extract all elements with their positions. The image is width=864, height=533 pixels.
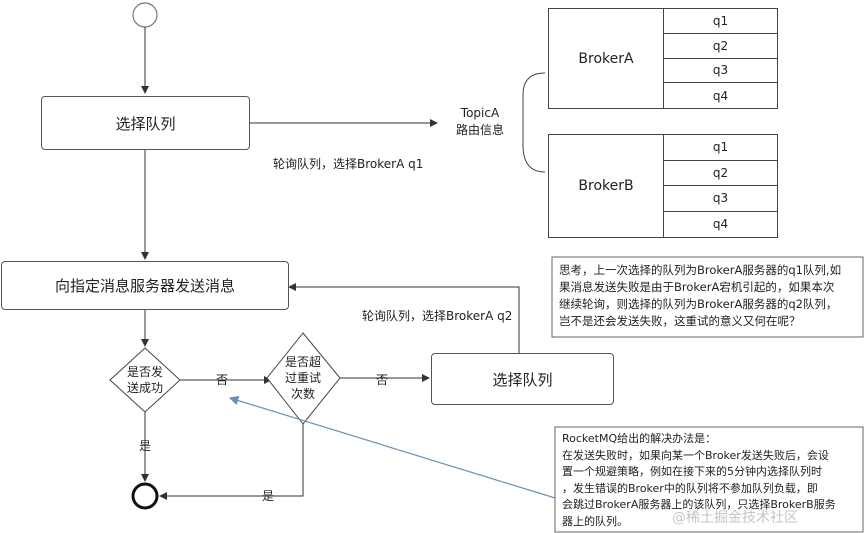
solution-note: RocketMQ给出的解决办法是： 在发送失败时，如果向某一个Broker发送失…: [556, 429, 863, 532]
topic-name: TopicA: [460, 106, 500, 120]
note-line: RocketMQ给出的解决办法是：: [562, 432, 717, 445]
note-line: 继续轮询，则选择的队列为BrokerA服务器的q2队列，: [559, 297, 838, 311]
edge-label-poll-q1: 轮询队列，选择BrokerA q1: [273, 157, 424, 171]
select-queue-node: 选择队列: [41, 96, 250, 150]
select-queue-retry-node: 选择队列: [431, 353, 614, 405]
queue-cell: q2: [664, 34, 777, 59]
send-message-node: 向指定消息服务器发送消息: [1, 261, 289, 310]
solution-note-border: [554, 426, 864, 533]
decision-send-success-line: 是否发: [126, 365, 163, 379]
note-line: 思考，上一次选择的队列为BrokerA服务器的q1队列,如: [559, 263, 842, 277]
note-line: 器上的队列。: [562, 514, 628, 528]
queue-cell: q3: [664, 59, 777, 84]
watermark: @稀土掘金技术社区: [672, 510, 798, 526]
question-note-border: [551, 256, 864, 338]
decision-retry-exceeded-line: 是否超: [284, 355, 321, 369]
decision-retry-exceeded-line: 次数: [290, 387, 315, 401]
question-note: 思考，上一次选择的队列为BrokerA服务器的q1队列,如 果消息发送失败是由于…: [553, 260, 863, 336]
note-line: 置一个规避策略，例如在接下来的5分钟内选择队列时: [562, 465, 822, 478]
note-line: 在发送失败时，如果向某一个Broker发送失败后，会设: [562, 448, 829, 462]
decision-retry-exceeded-line: 过重试: [284, 371, 321, 385]
edge-label-no: 否: [376, 373, 389, 387]
broker-b: BrokerB q1 q2 q3 q4: [548, 134, 778, 238]
note-line: 会跳过BrokerA服务器上的该队列，只选择BrokerB服务: [562, 498, 836, 511]
decision-send-success-label: 是否发 送成功: [113, 364, 177, 396]
topic-routing-label: TopicA 路由信息: [447, 105, 513, 139]
broker-a-name: BrokerA: [578, 50, 634, 67]
edge-label-yes: 是: [262, 489, 275, 503]
queue-cell: q1: [664, 135, 777, 161]
broker-b-name: BrokerB: [578, 178, 634, 194]
edge-label-yes: 是: [139, 439, 152, 453]
decision-send-success-line: 送成功: [126, 381, 163, 395]
note-line: ，发生错误的Broker中的队列将不参加队列负载，即: [562, 481, 818, 495]
queue-cell: q4: [712, 88, 729, 103]
edge-label-poll-q2: 轮询队列，选择BrokerA q2: [362, 309, 513, 323]
note-line: 果消息发送失败是由于BrokerA宕机引起的，如果本次: [559, 280, 835, 294]
topic-routing-text: 路由信息: [455, 123, 504, 137]
note-line: 岂不是还会发送失败，这重试的意义又何在呢？: [559, 314, 801, 328]
broker-b-queues: q1 q2 q3 q4: [663, 135, 777, 237]
broker-brace: [522, 72, 546, 173]
edge-retry-loop: [288, 283, 520, 353]
decision-retry-exceeded-label: 是否超 过重试 次数: [270, 354, 336, 402]
broker-a: BrokerA q1 q2 q3 q4: [548, 8, 778, 109]
broker-a-queues: q1 q2 q3 q4: [663, 9, 777, 108]
edge-label-no: 否: [216, 373, 229, 387]
select-queue-retry-label: 选择队列: [492, 370, 553, 389]
edge-yes-2: [159, 424, 304, 500]
send-message-label: 向指定消息服务器发送消息: [54, 277, 235, 295]
select-queue-label: 选择队列: [115, 114, 176, 133]
queue-cell: q3: [664, 186, 777, 212]
queue-cell: q2: [664, 161, 777, 186]
queue-cell: q1: [664, 9, 777, 34]
queue-cell: q4: [712, 217, 729, 232]
end-node: [131, 482, 159, 510]
start-node: [132, 2, 158, 28]
note-pointer-arrow: [228, 395, 556, 499]
